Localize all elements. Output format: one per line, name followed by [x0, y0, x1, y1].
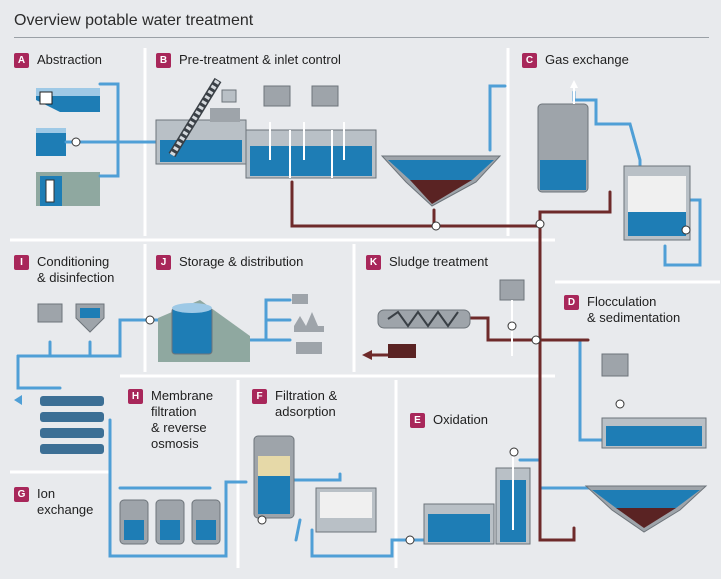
- section-name-sludge: Sludge treatment: [389, 254, 489, 269]
- section-name-conditioning: Conditioning & disinfection: [37, 254, 115, 285]
- storage-equipment: [158, 294, 324, 362]
- section-label-conditioning: I Conditioning & disinfection: [14, 254, 114, 286]
- section-badge-a: A: [14, 53, 29, 68]
- section-label-flocculation: D Flocculation & sedimentation: [564, 294, 680, 326]
- section-badge-h: H: [128, 389, 143, 404]
- ion-exchange-equipment: [119, 499, 221, 545]
- flocculation-equipment: [584, 353, 708, 533]
- section-badge-j: J: [156, 255, 171, 270]
- section-label-membrane: H Membrane filtration & reverse osmosis: [128, 388, 213, 452]
- section-label-sludge: K Sludge treatment: [366, 254, 488, 270]
- section-badge-f: F: [252, 389, 267, 404]
- section-badge-g: G: [14, 487, 29, 502]
- section-name-flocculation: Flocculation & sedimentation: [587, 294, 681, 325]
- section-name-oxidation: Oxidation: [433, 412, 488, 427]
- section-name-gas-exchange: Gas exchange: [545, 52, 629, 67]
- section-name-abstraction: Abstraction: [37, 52, 103, 67]
- section-label-pre-treatment: B Pre-treatment & inlet control: [156, 52, 341, 68]
- section-label-storage: J Storage & distribution: [156, 254, 303, 270]
- section-label-gas-exchange: C Gas exchange: [522, 52, 629, 68]
- section-badge-d: D: [564, 295, 579, 310]
- gas-exchange-equipment: [537, 80, 691, 241]
- panel-dividers: [10, 48, 720, 568]
- section-name-filtration: Filtration & adsorption: [275, 388, 338, 419]
- section-badge-i: I: [14, 255, 29, 270]
- section-name-ion-exchange: Ion exchange: [37, 486, 94, 517]
- section-badge-k: K: [366, 255, 381, 270]
- section-name-membrane: Membrane filtration & reverse osmosis: [151, 388, 214, 451]
- section-name-storage: Storage & distribution: [179, 254, 304, 269]
- filtration-equipment: [253, 435, 377, 533]
- section-name-pre-treatment: Pre-treatment & inlet control: [179, 52, 341, 67]
- section-label-oxidation: E Oxidation: [410, 412, 488, 428]
- section-label-filtration: F Filtration & adsorption: [252, 388, 337, 420]
- oxidation-equipment: [423, 456, 531, 545]
- membrane-filtration-equipment: [14, 395, 104, 454]
- page-title: Overview potable water treatment: [14, 12, 254, 29]
- abstraction-equipment: [36, 88, 100, 206]
- pre-treatment-equipment: [155, 77, 502, 207]
- pipe-junctions: [71, 137, 691, 545]
- sludge-treatment-equipment: [362, 279, 525, 360]
- sludge-pipes: [290, 180, 612, 542]
- conditioning-equipment: [37, 303, 105, 333]
- section-badge-c: C: [522, 53, 537, 68]
- section-badge-b: B: [156, 53, 171, 68]
- section-label-abstraction: A Abstraction: [14, 52, 102, 68]
- section-badge-e: E: [410, 413, 425, 428]
- title-divider: [14, 37, 709, 38]
- section-label-ion-exchange: G Ion exchange: [14, 486, 93, 518]
